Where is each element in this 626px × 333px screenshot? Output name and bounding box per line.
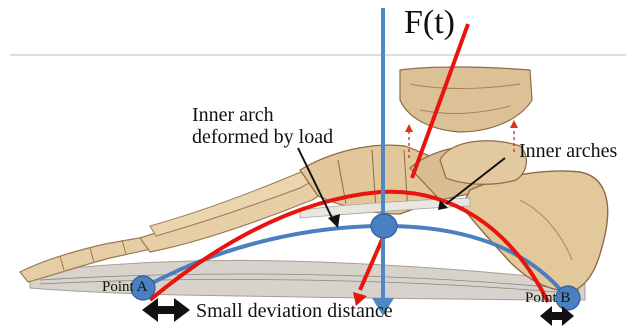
deviation-arrow-left: [142, 298, 190, 322]
point-b-label: Point B: [525, 290, 570, 307]
force-arrow-shaft: [381, 8, 385, 302]
talus-upper: [440, 141, 526, 185]
foot-skeleton-illustration: [20, 67, 608, 300]
inner-arches-label: Inner arches: [519, 140, 617, 163]
inner-arch-deformed-label-line1: Inner arch: [192, 104, 274, 127]
inner-arch-pointer-head: [328, 214, 340, 228]
force-label: F(t): [404, 3, 455, 42]
small-deviation-label: Small deviation distance: [196, 300, 393, 323]
inner-arch-deformed-label-line2: deformed by load: [192, 126, 333, 149]
center-load-node: [371, 214, 397, 238]
point-a-label: Point A: [102, 279, 147, 296]
tibia-bone: [400, 67, 532, 132]
